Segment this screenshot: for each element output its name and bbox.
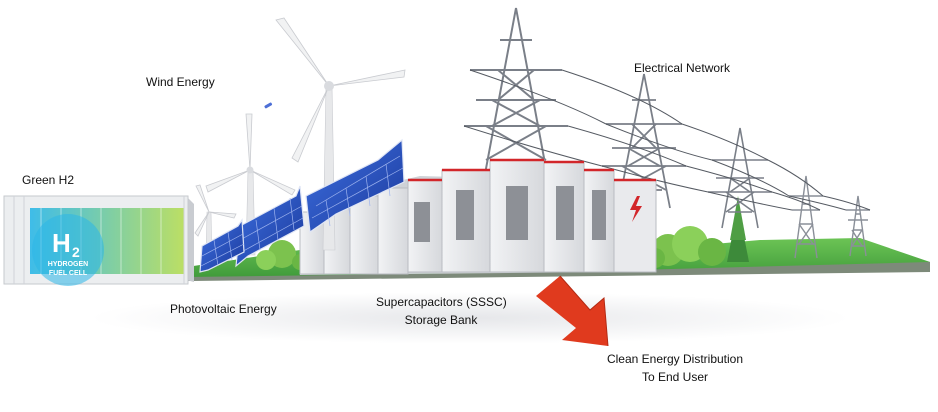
distribution-label: Clean Energy Distribution To End User — [600, 350, 750, 386]
solar-panel — [199, 218, 245, 273]
distribution-line2: To End User — [641, 370, 709, 384]
ground-reflection — [90, 292, 850, 344]
fuel-cell-line2: FUEL CELL — [49, 270, 88, 277]
power-tower-large — [464, 7, 568, 191]
photovoltaic-text: Photovoltaic Energy — [170, 302, 277, 316]
green-h2-label: Green H2 — [22, 171, 74, 189]
distribution-arrow — [536, 275, 609, 347]
hydrogen-container: H 2 HYDROGEN FUEL CELL — [3, 195, 194, 286]
power-tower-medium — [602, 73, 686, 209]
supercapacitor-line1: Supercapacitors (SSSC) — [376, 295, 507, 309]
power-tower-far — [789, 175, 870, 259]
fuel-cell-subscript: 2 — [72, 244, 80, 260]
supercapacitor-line2: Storage Bank — [404, 313, 478, 327]
photovoltaic-label: Photovoltaic Energy — [170, 300, 277, 318]
distribution-line1: Clean Energy Distribution — [606, 352, 744, 366]
wind-energy-text: Wind Energy — [146, 75, 215, 89]
supercapacitor-label: Supercapacitors (SSSC) Storage Bank — [376, 293, 507, 329]
power-tower-small — [708, 127, 772, 229]
solar-panel — [235, 185, 305, 268]
wind-turbine-distant — [264, 102, 273, 109]
solar-panel — [305, 138, 405, 234]
fuel-cell-badge — [32, 214, 104, 286]
fuel-cell-line1: HYDROGEN — [48, 261, 88, 268]
electrical-network-label: Electrical Network — [634, 59, 730, 77]
fuel-cell-symbol: H — [52, 228, 71, 258]
lightning-icon — [630, 196, 642, 222]
wind-energy-label: Wind Energy — [146, 73, 215, 91]
tree-cluster — [256, 196, 749, 270]
storage-bank — [299, 158, 657, 275]
solar-panel-array — [199, 138, 405, 273]
power-lines — [463, 69, 871, 211]
electrical-network-text: Electrical Network — [634, 61, 731, 75]
green-h2-text: Green H2 — [22, 173, 75, 187]
